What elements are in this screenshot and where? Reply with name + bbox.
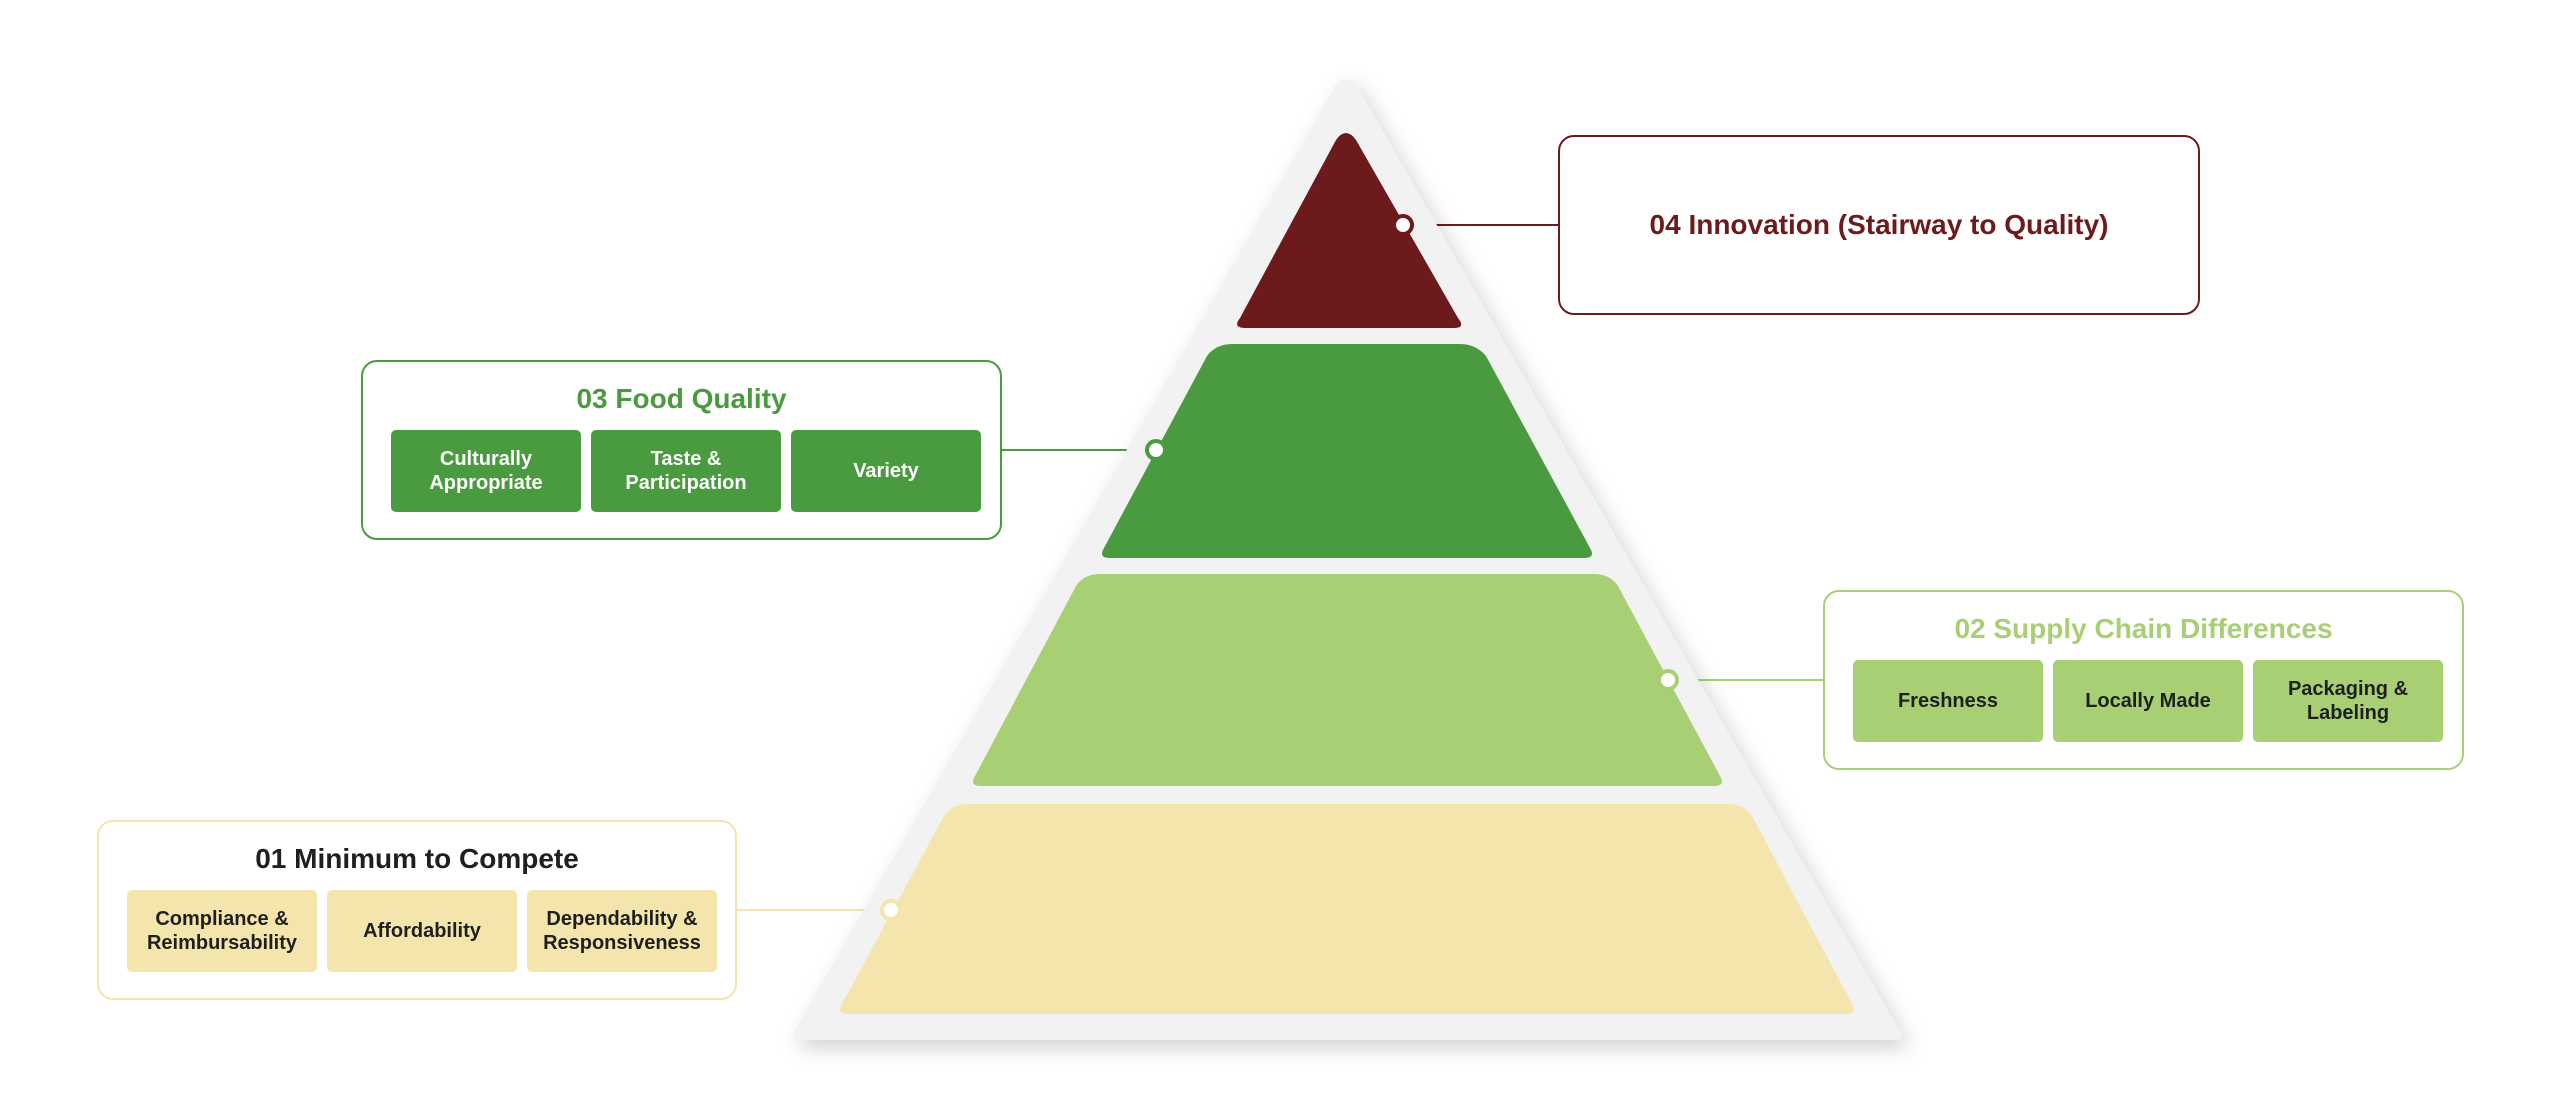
- level-title-minimum: 01 Minimum to Compete: [255, 843, 579, 874]
- callout-innovation: 04 Innovation (Stairway to Quality): [1558, 135, 2200, 315]
- level-title-innovation: 04 Innovation (Stairway to Quality): [1649, 209, 2109, 240]
- item-locally-made: Locally Made: [2053, 660, 2243, 742]
- connector-dot-minimum: [880, 899, 902, 921]
- food-quality-items: Culturally Appropriate Taste & Participa…: [391, 430, 981, 512]
- item-variety: Variety: [791, 430, 981, 512]
- minimum-items: Compliance & Reimbursability Affordabili…: [127, 890, 717, 972]
- connector-dot-supply-chain: [1657, 669, 1679, 691]
- tier-minimum: [840, 804, 1854, 1014]
- item-dependability-responsiveness: Dependability & Responsiveness: [527, 890, 717, 972]
- callout-supply-chain: 02 Supply Chain Differences Freshness Lo…: [1823, 590, 2464, 770]
- callout-food-quality: 03 Food Quality Culturally Appropriate T…: [361, 360, 1002, 540]
- tier-food-quality: [1102, 344, 1592, 558]
- item-affordability: Affordability: [327, 890, 517, 972]
- connector-dot-food-quality: [1145, 439, 1167, 461]
- pyramid-frame: [792, 79, 1902, 1040]
- item-freshness: Freshness: [1853, 660, 2043, 742]
- level-title-supply-chain: 02 Supply Chain Differences: [1954, 613, 2333, 644]
- item-taste-participation: Taste & Participation: [591, 430, 781, 512]
- supply-chain-items: Freshness Locally Made Packaging & Label…: [1853, 660, 2443, 742]
- connector-dot-innovation: [1392, 214, 1414, 236]
- tier-innovation: [1237, 133, 1462, 328]
- tier-supply-chain: [973, 574, 1722, 786]
- item-compliance-reimbursability: Compliance & Reimbursability: [127, 890, 317, 972]
- item-packaging-labeling: Packaging & Labeling: [2253, 660, 2443, 742]
- callout-minimum: 01 Minimum to Compete Compliance & Reimb…: [97, 820, 737, 1000]
- item-culturally-appropriate: Culturally Appropriate: [391, 430, 581, 512]
- level-title-food-quality: 03 Food Quality: [576, 383, 787, 414]
